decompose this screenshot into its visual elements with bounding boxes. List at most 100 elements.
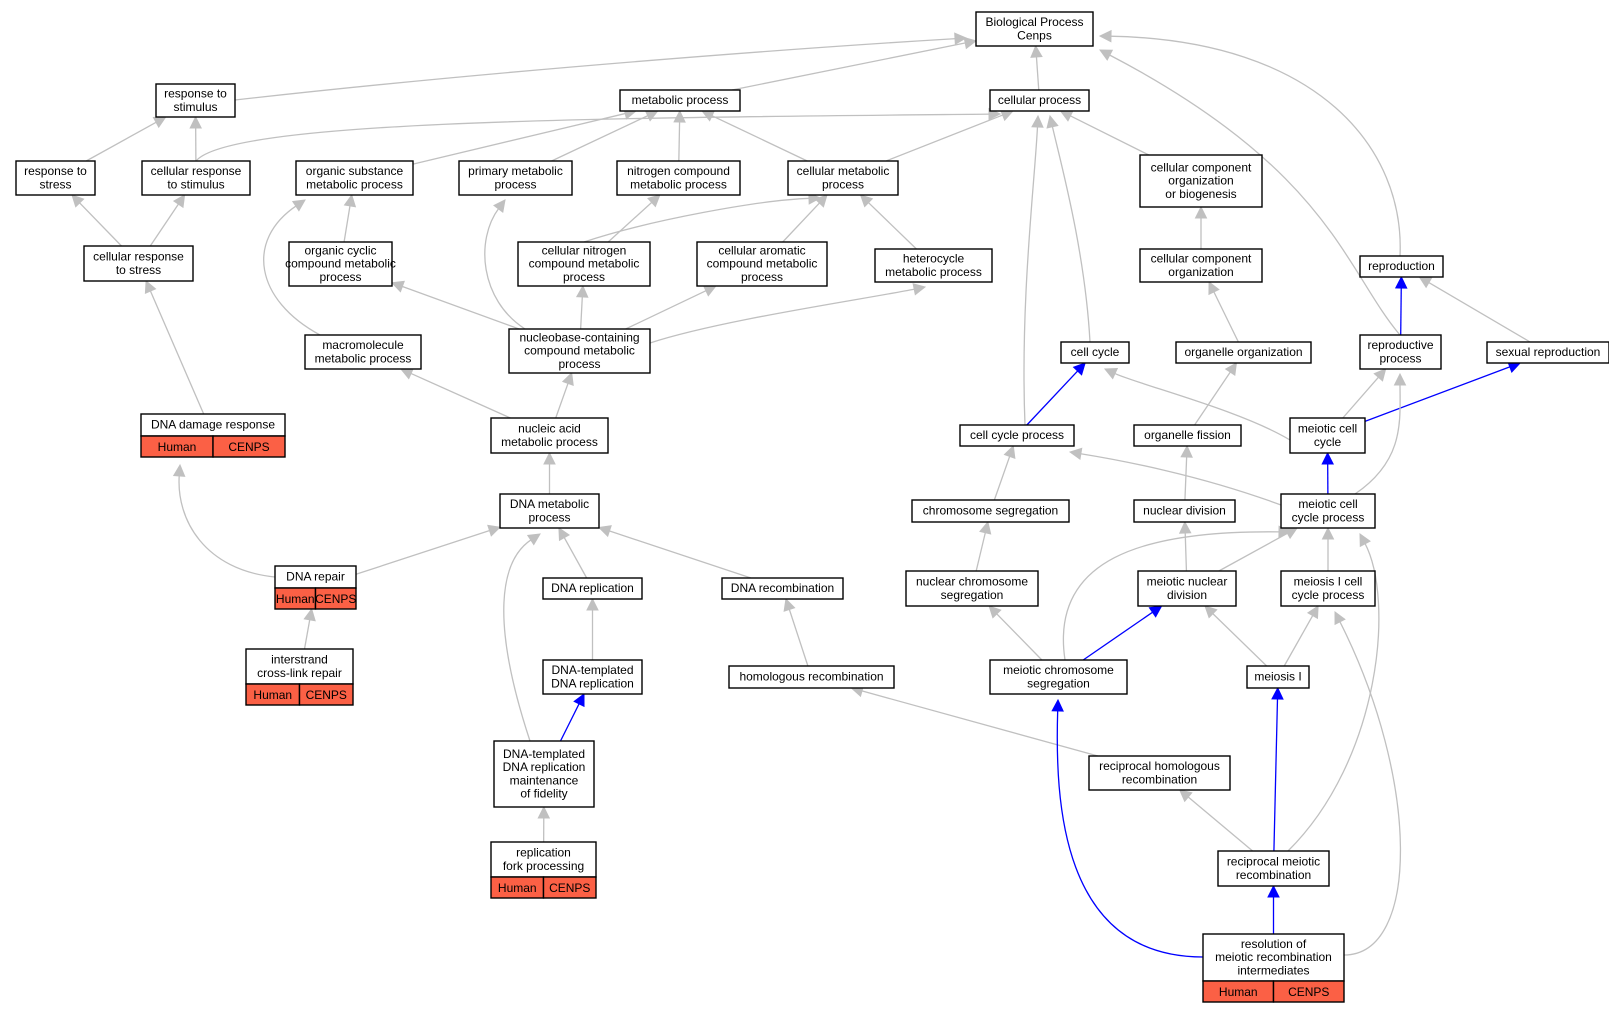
edge-line bbox=[401, 285, 520, 330]
gene-label: CENPS bbox=[228, 440, 269, 454]
edge-line bbox=[149, 289, 205, 415]
edge-arrowhead bbox=[1051, 698, 1064, 712]
go-term-node[interactable]: meiosis I bbox=[1246, 665, 1310, 689]
edge-meiotic_chromosome_segregation-to-meiotic_cell_cycle_process bbox=[1062, 525, 1292, 661]
node-label-line: process bbox=[1379, 351, 1421, 365]
go-term-node[interactable]: DNA recombination bbox=[721, 577, 844, 600]
go-term-node[interactable]: organelle organization bbox=[1175, 341, 1312, 364]
edge-replication_fork_processing-to-dna_templated_dna_replication_maintenance_of_fidelity bbox=[537, 805, 551, 843]
node-box bbox=[619, 89, 741, 112]
edge-meiotic_cell_cycle-to-cell_cycle bbox=[1103, 368, 1291, 441]
node-label-line: organization bbox=[1168, 174, 1233, 188]
edge-response_to_stimulus-to-bp bbox=[234, 32, 968, 101]
edge-response_to_stress-to-response_to_stimulus bbox=[85, 116, 167, 162]
edge-arrowhead bbox=[1178, 789, 1193, 803]
node-label-line: reciprocal homologous bbox=[1099, 759, 1220, 773]
edge-line bbox=[1026, 369, 1079, 426]
node-box bbox=[517, 241, 651, 287]
edge-resolution_of_meiotic_recombination_intermediates-to-meiotic_chromosome_segregation bbox=[1051, 698, 1204, 958]
go-term-node[interactable]: organelle fission bbox=[1133, 424, 1242, 447]
node-label-line: to stress bbox=[116, 263, 161, 277]
edge-line bbox=[1109, 35, 1401, 257]
node-box bbox=[493, 740, 595, 808]
edge-macromolecule_metabolic_process-to-organic_substance_metabolic_process bbox=[263, 199, 321, 336]
node-label-line: cellular component bbox=[1151, 252, 1252, 266]
edge-organelle_organization-to-cellular_component_organization bbox=[1208, 280, 1239, 343]
node-label-line: cellular response bbox=[151, 164, 242, 178]
go-term-node[interactable]: reproduction bbox=[1359, 255, 1444, 278]
edge-arrowhead bbox=[1208, 280, 1220, 296]
go-term-node[interactable]: cell cycle bbox=[1060, 341, 1130, 364]
edge-dna_repair-to-dna_metabolic_process bbox=[355, 524, 502, 575]
go-term-node[interactable]: DNA replication bbox=[542, 577, 643, 600]
edge-line bbox=[1338, 620, 1402, 956]
edge-line bbox=[625, 289, 708, 330]
edge-organic_cyclic_compound_metabolic_process-to-organic_substance_metabolic_process bbox=[343, 193, 357, 243]
edge-dna_metabolic_process-to-nucleic_acid_metabolic_process bbox=[543, 451, 556, 494]
go-term-node[interactable]: cell cycle process bbox=[959, 424, 1075, 447]
node-label-line: process bbox=[822, 177, 864, 191]
go-term-node[interactable]: nuclear division bbox=[1133, 499, 1236, 523]
go-term-node[interactable]: cellular process bbox=[989, 89, 1090, 112]
go-term-node[interactable]: metabolic process bbox=[619, 89, 741, 112]
edge-arrowhead bbox=[1271, 686, 1284, 700]
node-box bbox=[141, 160, 251, 196]
node-label-line: metabolic process bbox=[306, 177, 403, 191]
node-box bbox=[1175, 341, 1312, 364]
edge-reproductive_process-to-reproduction bbox=[1394, 275, 1408, 336]
node-label-line: compound metabolic bbox=[707, 257, 818, 271]
species-label: Human bbox=[498, 881, 537, 895]
edge-cellular_component_organization-to-cellular_component_organization_or_biogenesis bbox=[1194, 205, 1208, 249]
edge-arrowhead bbox=[647, 194, 661, 208]
go-term-node[interactable]: homologous recombination bbox=[728, 665, 895, 689]
go-term-node[interactable]: chromosome segregation bbox=[911, 499, 1070, 523]
node-label-line: metabolic process bbox=[315, 351, 412, 365]
edge-dna_damage_response-to-cellular_response_to_stress bbox=[144, 279, 205, 415]
node-box bbox=[1088, 755, 1231, 791]
node-box bbox=[490, 841, 597, 878]
edge-sexual_reproduction-to-reproduction bbox=[1418, 276, 1531, 343]
node-label-line: process bbox=[558, 357, 600, 371]
edge-arrowhead bbox=[1178, 520, 1192, 534]
go-term-node[interactable]: sexual reproduction bbox=[1486, 341, 1609, 364]
edge-arrowhead bbox=[573, 692, 585, 708]
edge-line bbox=[1283, 614, 1314, 667]
node-box bbox=[508, 328, 651, 374]
edge-arrowhead bbox=[144, 279, 157, 295]
